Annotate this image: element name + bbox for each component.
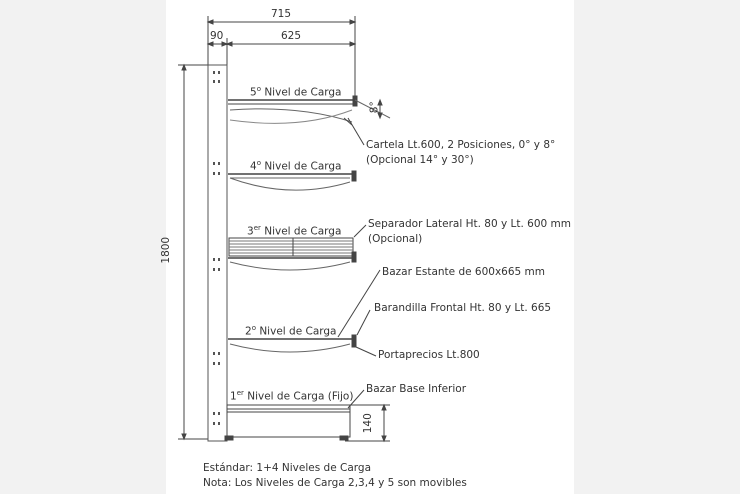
dim-base-height: 140 [361, 413, 374, 434]
dim-shelf-depth: 625 [281, 30, 302, 42]
shelf-level-4 [228, 170, 357, 191]
note-standard: Estándar: 1+4 Niveles de Carga [203, 462, 372, 474]
leader-separador [353, 224, 367, 238]
dim-overall-width: 715 [271, 8, 292, 20]
dim-tilt-angle: 8° [368, 101, 381, 114]
shelf-level-2 [228, 334, 357, 353]
leader-portaprecios [355, 346, 377, 357]
callout-cartela-optional: (Opcional 14° y 30°) [366, 154, 474, 166]
callout-separador-optional: (Opcional) [368, 233, 423, 245]
callout-bazar-estante: Bazar Estante de 600x665 mm [382, 266, 546, 278]
leader-bazar-base [347, 389, 365, 409]
upright-post [207, 64, 228, 442]
note-movable: Nota: Los Niveles de Carga 2,3,4 y 5 son… [203, 477, 467, 489]
leader-cartela [347, 117, 365, 146]
callout-bazar-base: Bazar Base Inferior [366, 383, 467, 395]
dim-upright-width: 90 [210, 30, 224, 42]
level-3-label: 3er Nivel de Carga [247, 224, 342, 238]
level-5-label: 5o Nivel de Carga [250, 85, 342, 99]
level-2-label: 2o Nivel de Carga [245, 324, 337, 338]
callout-separador: Separador Lateral Ht. 80 y Lt. 600 mm [368, 218, 572, 230]
callout-barandilla: Barandilla Frontal Ht. 80 y Lt. 665 [374, 302, 552, 314]
notes-block: Estándar: 1+4 Niveles de Carga Nota: Los… [203, 461, 467, 491]
level-1-label: 1er Nivel de Carga (Fijo) [230, 389, 354, 403]
shelf-level-1 [224, 404, 351, 441]
upright-slots [213, 71, 220, 425]
shelf-level-3 [228, 237, 357, 271]
leader-bazar-estante [337, 269, 381, 338]
callout-portaprecios: Portaprecios Lt.800 [378, 349, 480, 361]
level-4-label: 4o Nivel de Carga [250, 159, 342, 173]
callout-cartela: Cartela Lt.600, 2 Posiciones, 0° y 8° [366, 139, 556, 151]
leader-barandilla [356, 309, 371, 336]
dim-height: 1800 [160, 236, 173, 264]
shelf-level-5 [228, 95, 391, 126]
